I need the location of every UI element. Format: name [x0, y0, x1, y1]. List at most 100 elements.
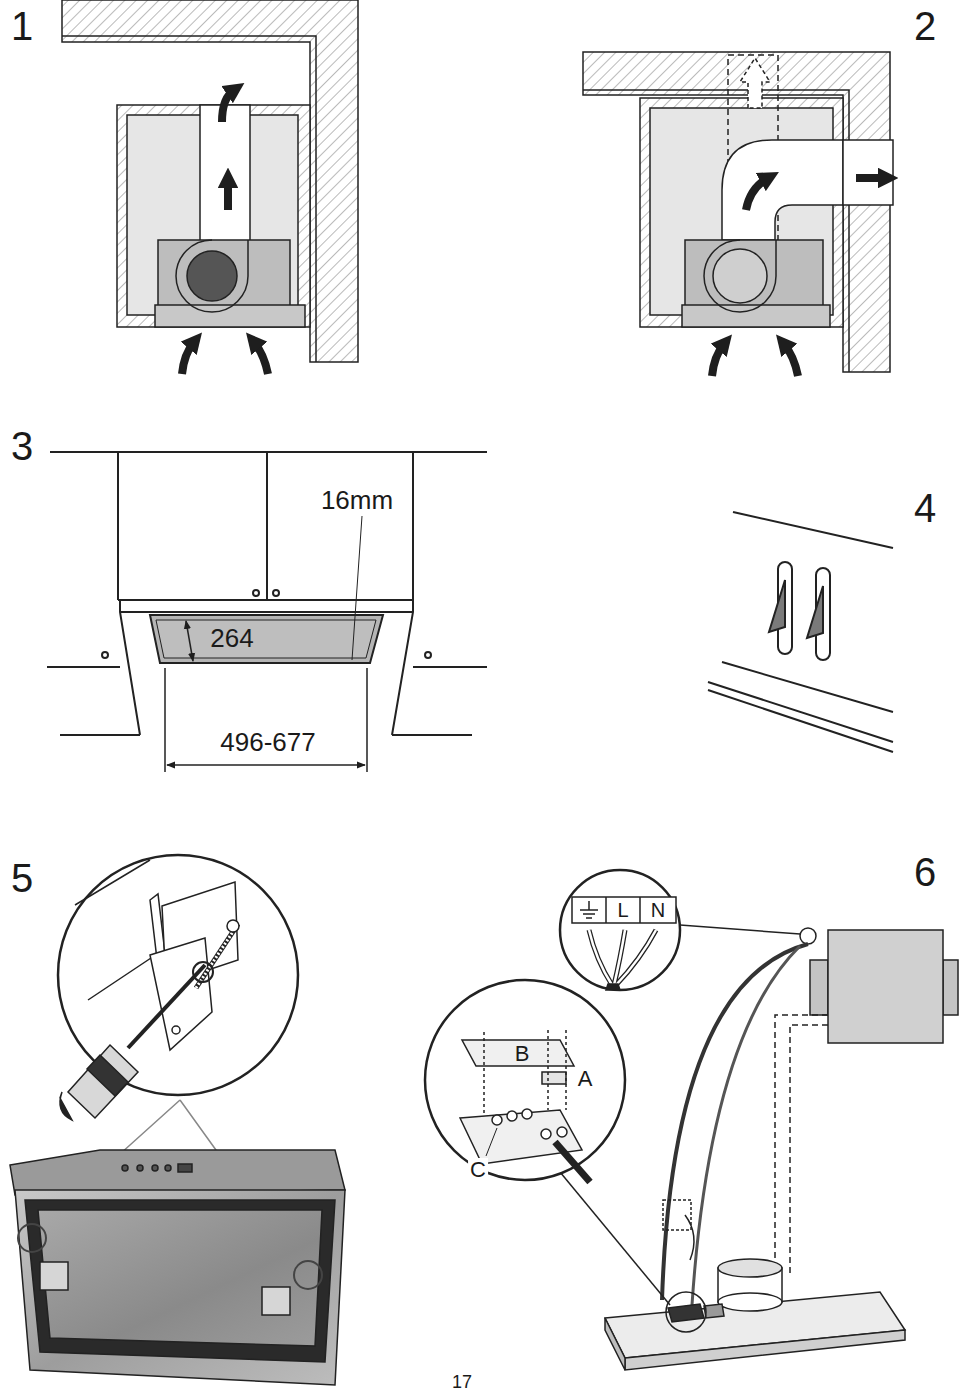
panel-six-wiring-part: [943, 960, 958, 1015]
panel-six-wiring-part: [718, 1259, 782, 1277]
panel-two-ducting: [583, 52, 893, 376]
panel-two-ducting-part-part: [784, 344, 798, 376]
panel-three-cutout-part: [425, 652, 431, 658]
panel-six-wiring-part: [606, 897, 640, 923]
panel-four-slots-part: [807, 586, 823, 638]
panel-two-ducting-part: [713, 249, 767, 303]
panel-five-fixing-part: [38, 1210, 322, 1346]
panel-six-wiring-part: [589, 930, 656, 985]
panel-five-fixing-part: [68, 1045, 138, 1118]
panel-three-cutout-part: [102, 652, 108, 658]
panel-six-wiring-part: [663, 1200, 691, 1230]
panel-one-ducting-part: [176, 240, 248, 312]
panel-two-ducting-part-part: [712, 344, 724, 376]
panel-two-ducting-part: [640, 98, 843, 327]
panel-one-ducting-part-part: [182, 342, 194, 374]
panel-six-wiring-part: [589, 930, 656, 985]
panel-six-wiring-part: [486, 1128, 497, 1156]
panel-five-fixing-part: [25, 1200, 335, 1362]
panel-six-wiring-part: [800, 928, 816, 944]
terminal-label: N: [651, 900, 665, 920]
panel-six-wiring-part: [668, 1304, 704, 1322]
panel-two-ducting-part: [583, 52, 890, 372]
panel-one-ducting-part: [155, 305, 305, 327]
figure-number: 4: [914, 488, 936, 528]
panel-six-wiring-part: [580, 901, 598, 918]
panel-three-cutout-part: [352, 516, 362, 660]
panel-five-fixing-part: [10, 1150, 345, 1195]
dimension-label: 16mm: [319, 486, 395, 514]
dimension-label: 496-677: [218, 728, 317, 756]
panel-five-fixing-part: [40, 1262, 68, 1290]
panel-one-ducting-part-part: [222, 90, 234, 122]
panel-six-wiring-part: [560, 870, 680, 990]
figure-number: 2: [914, 6, 936, 46]
panel-five-fixing-part: [150, 938, 212, 1050]
panel-two-ducting-part: [712, 178, 886, 376]
part-letter: C: [468, 1158, 488, 1182]
panel-six-wiring-part: [810, 960, 828, 1015]
panel-six-wiring-part: [492, 1115, 502, 1125]
panel-six-wiring-part: [542, 1072, 566, 1084]
panel-five-fixing-part: [18, 1224, 46, 1252]
panel-one-ducting: [62, 0, 358, 374]
panel-five-fixing-part: [227, 920, 239, 932]
panel-three-cutout-part: [186, 621, 193, 661]
panel-one-ducting-part: [187, 251, 237, 301]
panel-six-wiring-part: [484, 1030, 566, 1118]
panel-five-fixing-part: [87, 1055, 128, 1096]
panel-five-fixing-part: [128, 965, 205, 1048]
figure-number: 5: [11, 858, 33, 898]
panel-five-fixing: [10, 855, 345, 1385]
panel-one-ducting-part-part: [224, 180, 232, 210]
panel-two-ducting-part: [583, 90, 849, 372]
panel-one-ducting-part: [158, 240, 290, 308]
panel-five-fixing-part: [15, 1190, 345, 1385]
panel-one-ducting-part-part: [254, 342, 268, 374]
figure-number: 1: [11, 6, 33, 46]
panel-one-ducting-part: [117, 105, 310, 327]
panel-four-slots: [708, 512, 893, 752]
panel-five-fixing-part: [196, 924, 238, 988]
panel-two-ducting-part: [740, 58, 770, 108]
panel-six-wiring-part: [507, 1111, 517, 1121]
panel-four-slots-part: [733, 512, 893, 548]
panel-one-ducting-part: [62, 36, 316, 362]
panel-six-wiring-part: [606, 984, 620, 990]
panel-three-cutout-part: [50, 451, 487, 453]
panel-five-fixing-part: [122, 1165, 128, 1171]
panel-three-cutout-part: [118, 600, 413, 735]
panel-six-wiring: [425, 870, 958, 1370]
panel-six-wiring-part: [828, 930, 943, 1043]
panel-five-fixing-part: [178, 1164, 192, 1172]
panel-six-wiring-part: [775, 1015, 828, 1275]
panel-one-ducting-part: [200, 105, 250, 245]
panel-three-cutout-part: [118, 452, 413, 600]
panel-six-wiring-part: [462, 1040, 574, 1066]
figure-number: 6: [914, 852, 936, 892]
panel-six-wiring-part: [666, 1292, 706, 1332]
panel-two-ducting-part: [685, 240, 823, 308]
panel-three-cutout-part: [167, 764, 365, 766]
panel-one-ducting-part: [182, 90, 268, 374]
panel-one-ducting-part: [62, 0, 358, 362]
panel-six-wiring-part: [572, 897, 676, 923]
page-number: 17: [452, 1373, 472, 1391]
panel-five-fixing-part: [294, 1261, 322, 1289]
panel-two-ducting-part: [843, 140, 893, 205]
part-letter: B: [515, 1043, 530, 1065]
panel-six-wiring-part: [557, 1127, 567, 1137]
panel-five-fixing-part: [60, 1092, 72, 1120]
panel-six-wiring-part: [555, 1142, 590, 1182]
panel-six-wiring-part: [718, 1293, 782, 1311]
panel-three-cutout-part: [165, 668, 367, 772]
panel-three-cutout-part: [273, 590, 279, 596]
panel-six-wiring-part: [685, 1215, 694, 1260]
panel-five-fixing-part: [165, 1165, 171, 1171]
panel-three-cutout-part: [47, 667, 487, 735]
panel-six-wiring-part: [704, 1304, 724, 1318]
panel-two-ducting-part-part: [856, 174, 886, 182]
panel-two-ducting-part-part: [746, 178, 768, 210]
